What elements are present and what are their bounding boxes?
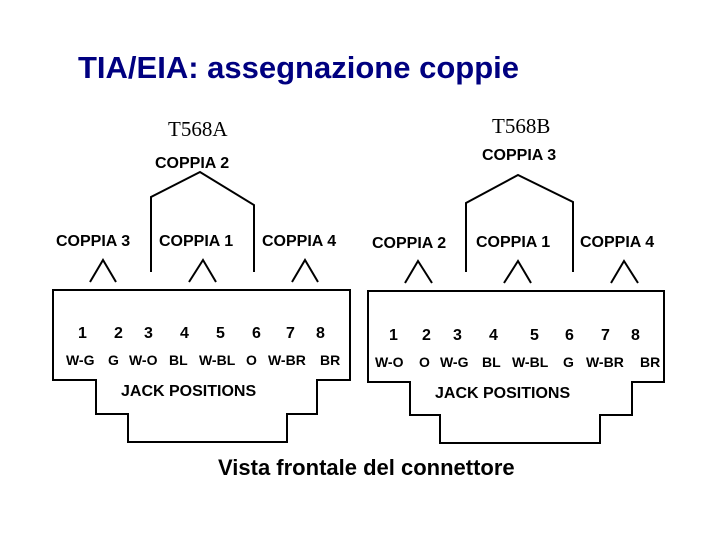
connector-outline-b [367,290,665,444]
color-b-7: W-BR [586,354,624,370]
pin-b-2: 2 [422,327,431,344]
pair-bracket-a [150,170,255,272]
pair-bracket-b [465,173,574,272]
pair-chevron-a-1 [89,258,117,283]
color-a-2: G [108,352,119,368]
pair-label-b-2: COPPIA 1 [476,234,551,251]
page-title: TIA/EIA: assegnazione coppie [78,50,519,85]
pin-b-3: 3 [453,327,462,344]
pin-a-1: 1 [78,325,87,342]
pin-a-5: 5 [216,325,225,342]
top-pair-label-a: COPPIA 2 [155,155,230,172]
color-a-7: W-BR [268,352,306,368]
color-a-8: BR [320,352,341,368]
color-b-4: BL [482,354,501,370]
color-b-5: W-BL [512,354,549,370]
color-a-1: W-G [66,352,95,368]
jack-positions-label-a: JACK POSITIONS [121,383,257,400]
standard-label-t568a: T568A [168,117,228,141]
pin-b-1: 1 [389,327,398,344]
pair-label-b-3: COPPIA 4 [580,234,655,251]
color-a-4: BL [169,352,188,368]
jack-positions-label-b: JACK POSITIONS [435,385,571,402]
pin-a-7: 7 [286,325,295,342]
pair-label-a-1: COPPIA 3 [56,233,131,250]
standard-label-t568b: T568B [492,114,551,138]
pin-a-8: 8 [316,325,325,342]
pin-a-2: 2 [114,325,123,342]
pin-a-3: 3 [144,325,153,342]
footer-caption: Vista frontale del connettore [218,455,515,480]
pair-chevron-b-2 [503,259,532,284]
pair-label-b-1: COPPIA 2 [372,235,447,252]
pair-label-a-3: COPPIA 4 [262,233,337,250]
color-b-6: G [563,354,574,370]
pin-b-4: 4 [489,327,498,344]
color-a-5: W-BL [199,352,236,368]
pin-b-8: 8 [631,327,640,344]
connector-outline-a [52,289,351,443]
pair-chevron-b-1 [404,259,433,284]
color-b-3: W-G [440,354,469,370]
color-b-1: W-O [375,354,404,370]
pin-a-4: 4 [180,325,189,342]
color-b-2: O [419,354,430,370]
top-pair-label-b: COPPIA 3 [482,147,557,164]
pin-b-6: 6 [565,327,574,344]
color-a-6: O [246,352,257,368]
pair-label-a-2: COPPIA 1 [159,233,234,250]
color-a-3: W-O [129,352,158,368]
pin-b-7: 7 [601,327,610,344]
pin-b-5: 5 [530,327,539,344]
pair-chevron-b-3 [610,259,639,284]
pin-a-6: 6 [252,325,261,342]
pair-chevron-a-2 [188,258,217,283]
pair-chevron-a-3 [291,258,319,283]
color-b-8: BR [640,354,661,370]
